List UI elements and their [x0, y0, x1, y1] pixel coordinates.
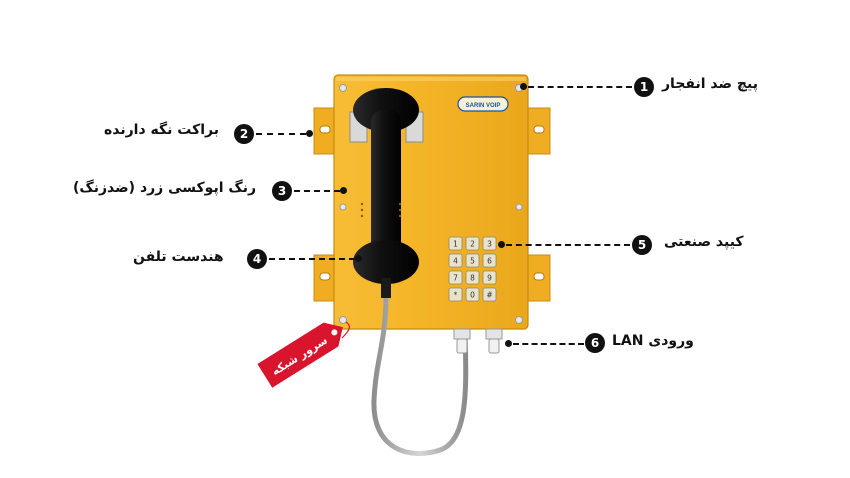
keypad-key-label: 8	[470, 274, 475, 283]
keypad-key[interactable]: 0	[465, 287, 480, 302]
keypad-key[interactable]: 3	[482, 236, 497, 251]
keypad-key-label: *	[454, 291, 458, 300]
callout-4-label: هندست تلفن	[133, 249, 224, 265]
screw-bottom-right	[515, 316, 523, 324]
brand-logo-text: SARIN VOIP	[466, 103, 501, 109]
screw-top-left	[339, 84, 347, 92]
callout-6-leader	[513, 343, 584, 345]
keypad-key-label: 3	[487, 240, 492, 249]
keypad-key[interactable]: 9	[482, 270, 497, 285]
keypad-key[interactable]: *	[448, 287, 463, 302]
callout-2-label: براکت نگه دارنده	[104, 122, 220, 138]
callout-2-leader	[256, 133, 306, 135]
callout-3-label: رنگ اپوکسی زرد (ضدزنگ)	[73, 180, 257, 196]
keypad-key-label: 1	[453, 240, 458, 249]
screw-bottom-left	[339, 316, 347, 324]
keypad-key-label: 7	[453, 274, 458, 283]
callout-1-badge: 1	[634, 77, 654, 97]
callout-1-label: پیچ ضد انفجار	[662, 76, 758, 92]
keypad-key[interactable]: 5	[465, 253, 480, 268]
callout-6-dot	[505, 340, 512, 347]
keypad-key[interactable]: 1	[448, 236, 463, 251]
screw-mid-left	[339, 203, 347, 211]
keypad-key-label: #	[486, 291, 492, 300]
callout-5-badge: 5	[632, 235, 652, 255]
callout-5-label: کیپد صنعتی	[664, 234, 744, 250]
lan-gland-left	[453, 328, 471, 354]
keypad-key-label: 2	[470, 240, 475, 249]
keypad-key-label: 6	[487, 257, 492, 266]
keypad-key[interactable]: 7	[448, 270, 463, 285]
callout-5-leader	[506, 244, 630, 246]
keypad-key-label: 4	[453, 257, 458, 266]
bracket-top-right	[525, 107, 551, 155]
keypad-key-label: 0	[470, 291, 475, 300]
brand-plate	[457, 96, 509, 112]
keypad-key-label: 5	[470, 257, 475, 266]
callout-1-dot	[520, 83, 527, 90]
callout-1-leader	[528, 86, 632, 88]
callout-3-dot	[340, 187, 347, 194]
keypad-key-label: 9	[487, 274, 492, 283]
handset	[353, 88, 419, 298]
callout-4-leader	[269, 258, 355, 260]
callout-4-dot	[355, 255, 362, 262]
keypad-key[interactable]: 2	[465, 236, 480, 251]
callout-5-dot	[498, 241, 505, 248]
callout-2-dot	[306, 130, 313, 137]
bracket-bottom-right	[525, 254, 551, 302]
callout-6-label: ورودی LAN	[612, 333, 694, 349]
server-tag: سرور شبکه	[257, 322, 343, 388]
keypad-key[interactable]: 8	[465, 270, 480, 285]
callout-3-badge: 3	[272, 181, 292, 201]
callout-6-badge: 6	[585, 333, 605, 353]
screw-mid-right	[515, 203, 523, 211]
keypad-key[interactable]: 4	[448, 253, 463, 268]
keypad-key[interactable]: 6	[482, 253, 497, 268]
keypad-key[interactable]: #	[482, 287, 497, 302]
callout-4-badge: 4	[247, 249, 267, 269]
callout-2-badge: 2	[234, 124, 254, 144]
lan-gland-right	[485, 328, 503, 354]
callout-3-leader	[294, 190, 340, 192]
armored-cord	[371, 297, 469, 456]
industrial-keypad: 1 2 3 4 5 6 7 8 9 * 0 #	[448, 236, 497, 302]
